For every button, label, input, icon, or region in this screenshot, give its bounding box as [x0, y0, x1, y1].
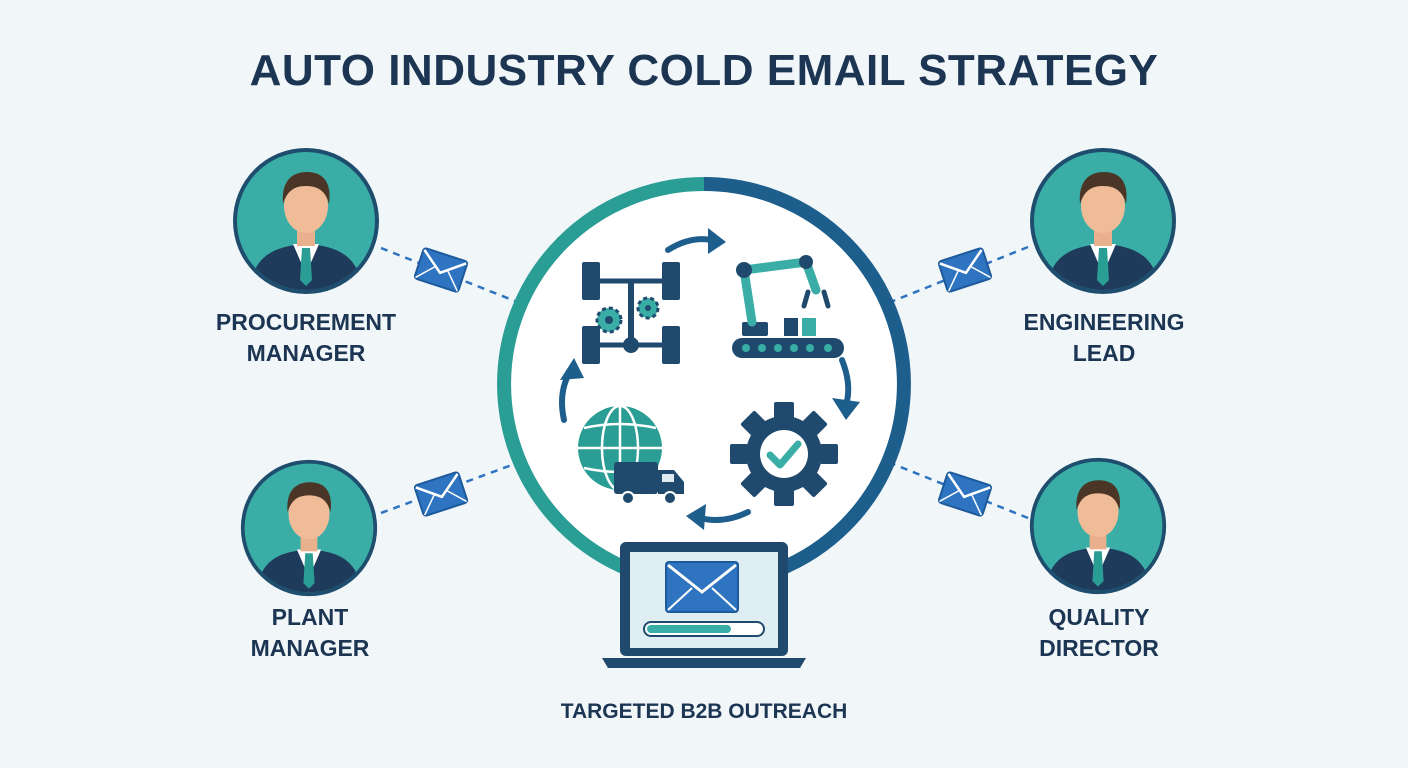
page-title: AUTO INDUSTRY COLD EMAIL STRATEGY: [249, 46, 1159, 95]
role-label-line: PROCUREMENT: [215, 309, 397, 335]
role-label-line: LEAD: [1072, 340, 1136, 366]
role-label-line: ENGINEERING: [1023, 309, 1185, 335]
cycle-arrow-heads: [560, 228, 860, 530]
chassis-gears-icon: [582, 262, 680, 364]
globe-truck-icon: [578, 404, 684, 505]
person-avatar-icon: [1030, 148, 1176, 296]
person-avatar-icon: [233, 148, 379, 296]
robotic-arm-conveyor-icon: [732, 255, 844, 358]
role-label-quality-director: QUALITY DIRECTOR: [979, 602, 1219, 664]
person-avatar-icon: [241, 460, 377, 598]
role-label-line: DIRECTOR: [1039, 635, 1159, 661]
envelope-icon: [412, 246, 470, 294]
laptop-email-icon: [602, 542, 806, 668]
gear-check-icon: [730, 402, 838, 506]
envelope-icon: [936, 246, 994, 294]
role-label-procurement-manager: PROCUREMENT MANAGER: [186, 307, 426, 369]
role-label-line: PLANT: [271, 604, 349, 630]
role-label-line: MANAGER: [246, 340, 366, 366]
role-label-line: QUALITY: [1048, 604, 1150, 630]
connector-lines: [380, 245, 1029, 520]
person-avatar-icon: [1030, 458, 1166, 596]
caption: TARGETED B2B OUTREACH: [560, 700, 848, 723]
role-label-line: MANAGER: [250, 635, 370, 661]
envelope-icon: [936, 470, 994, 518]
role-label-engineering-lead: ENGINEERING LEAD: [984, 307, 1224, 369]
role-label-plant-manager: PLANT MANAGER: [190, 602, 430, 664]
envelope-icon: [412, 470, 470, 518]
